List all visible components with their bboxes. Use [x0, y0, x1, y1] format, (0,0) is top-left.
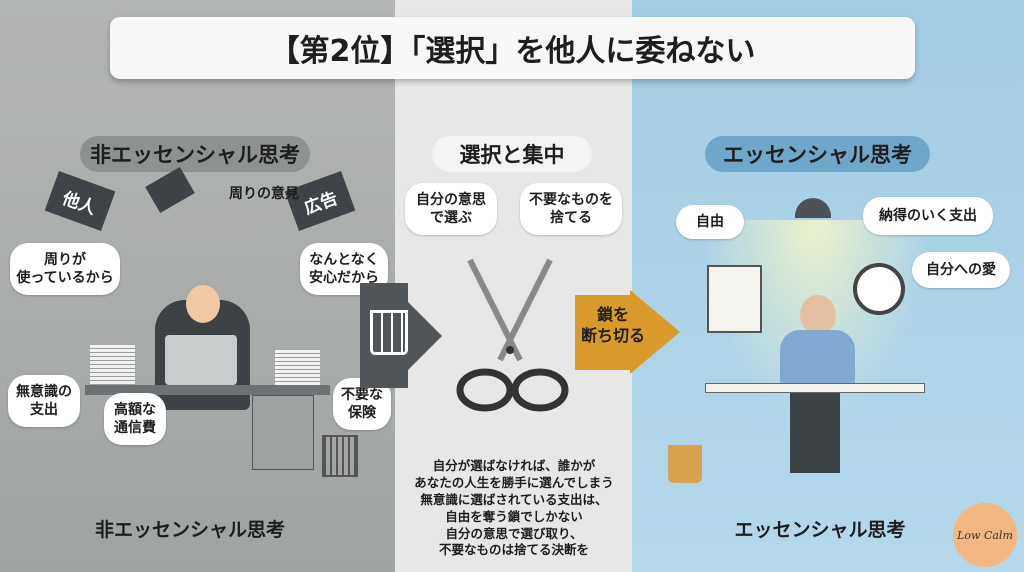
- non-essential-caption: 非エッセンシャル思考: [94, 519, 285, 541]
- message-line: 自由を奪う鎖でしかない: [445, 508, 583, 524]
- desk: [85, 385, 330, 395]
- page-title: 【第2位】「選択」を他人に委ねない: [110, 17, 915, 79]
- bubble-choose-yourself: 自分の意思 で選ぶ: [405, 183, 497, 235]
- man-legs: [790, 393, 840, 473]
- key-message: 自分が選ばなければ、誰かが あなたの人生を勝手に選んでしまう 無意識に選ばされて…: [400, 458, 628, 559]
- message-line: 無意識に選ばされている支出は、: [420, 491, 608, 507]
- break-chains-label: 鎖を 断ち切る: [580, 305, 645, 345]
- choice-focus-heading: 選択と集中: [432, 136, 592, 172]
- bubble-unconscious-spending: 無意識の 支出: [8, 375, 80, 427]
- message-line: 不要なものは捨てる決断を: [438, 542, 589, 558]
- scissors-icon: [445, 250, 575, 420]
- calm-man-head: [800, 295, 836, 335]
- clean-desk: [705, 383, 925, 393]
- trash-bin: [322, 435, 358, 477]
- bubble-freedom: 自由: [676, 205, 744, 239]
- essential-heading: エッセンシャル思考: [705, 136, 930, 172]
- paper-stack: [90, 345, 135, 385]
- bubble-self-love: 自分への愛: [912, 252, 1010, 288]
- orange-arrow-body: [575, 295, 630, 370]
- trash-icon: [370, 310, 408, 355]
- drawer-cabinet: [252, 395, 314, 470]
- calm-man-figure: [780, 330, 855, 385]
- bubble-discard-unneeded: 不要なものを 捨てる: [520, 183, 622, 235]
- man-head: [186, 285, 220, 323]
- document-frame: [707, 265, 762, 333]
- bubble-others-use: 周りが 使っているから: [10, 243, 120, 295]
- gray-arrow: [406, 300, 442, 372]
- laptop: [165, 335, 237, 385]
- bubble-unnecessary-insurance: 不要な 保険: [333, 378, 391, 430]
- essential-caption: エッセンシャル思考: [734, 519, 906, 541]
- paper-stack: [275, 350, 320, 385]
- message-line: あなたの人生を勝手に選んでしまう: [414, 474, 614, 490]
- message-line: 自分が選ばなければ、誰かが: [432, 458, 596, 473]
- wall-clock-icon: [853, 263, 905, 315]
- low-calm-logo: Low Calm: [953, 503, 1017, 567]
- bubble-expensive-phone-bill: 高額な 通信費: [104, 393, 166, 445]
- non-essential-heading: 非エッセンシャル思考: [80, 136, 310, 172]
- label-opinions: 周りの意見: [229, 185, 299, 202]
- orange-arrow: [630, 290, 680, 374]
- bubble-satisfying-spending: 納得のいく支出: [863, 197, 993, 235]
- choice-focus-panel: [395, 0, 632, 572]
- plant-pot: [668, 445, 702, 483]
- ceiling-lamp: [795, 198, 831, 218]
- message-line: 自分の意思で選び取り、: [445, 525, 583, 541]
